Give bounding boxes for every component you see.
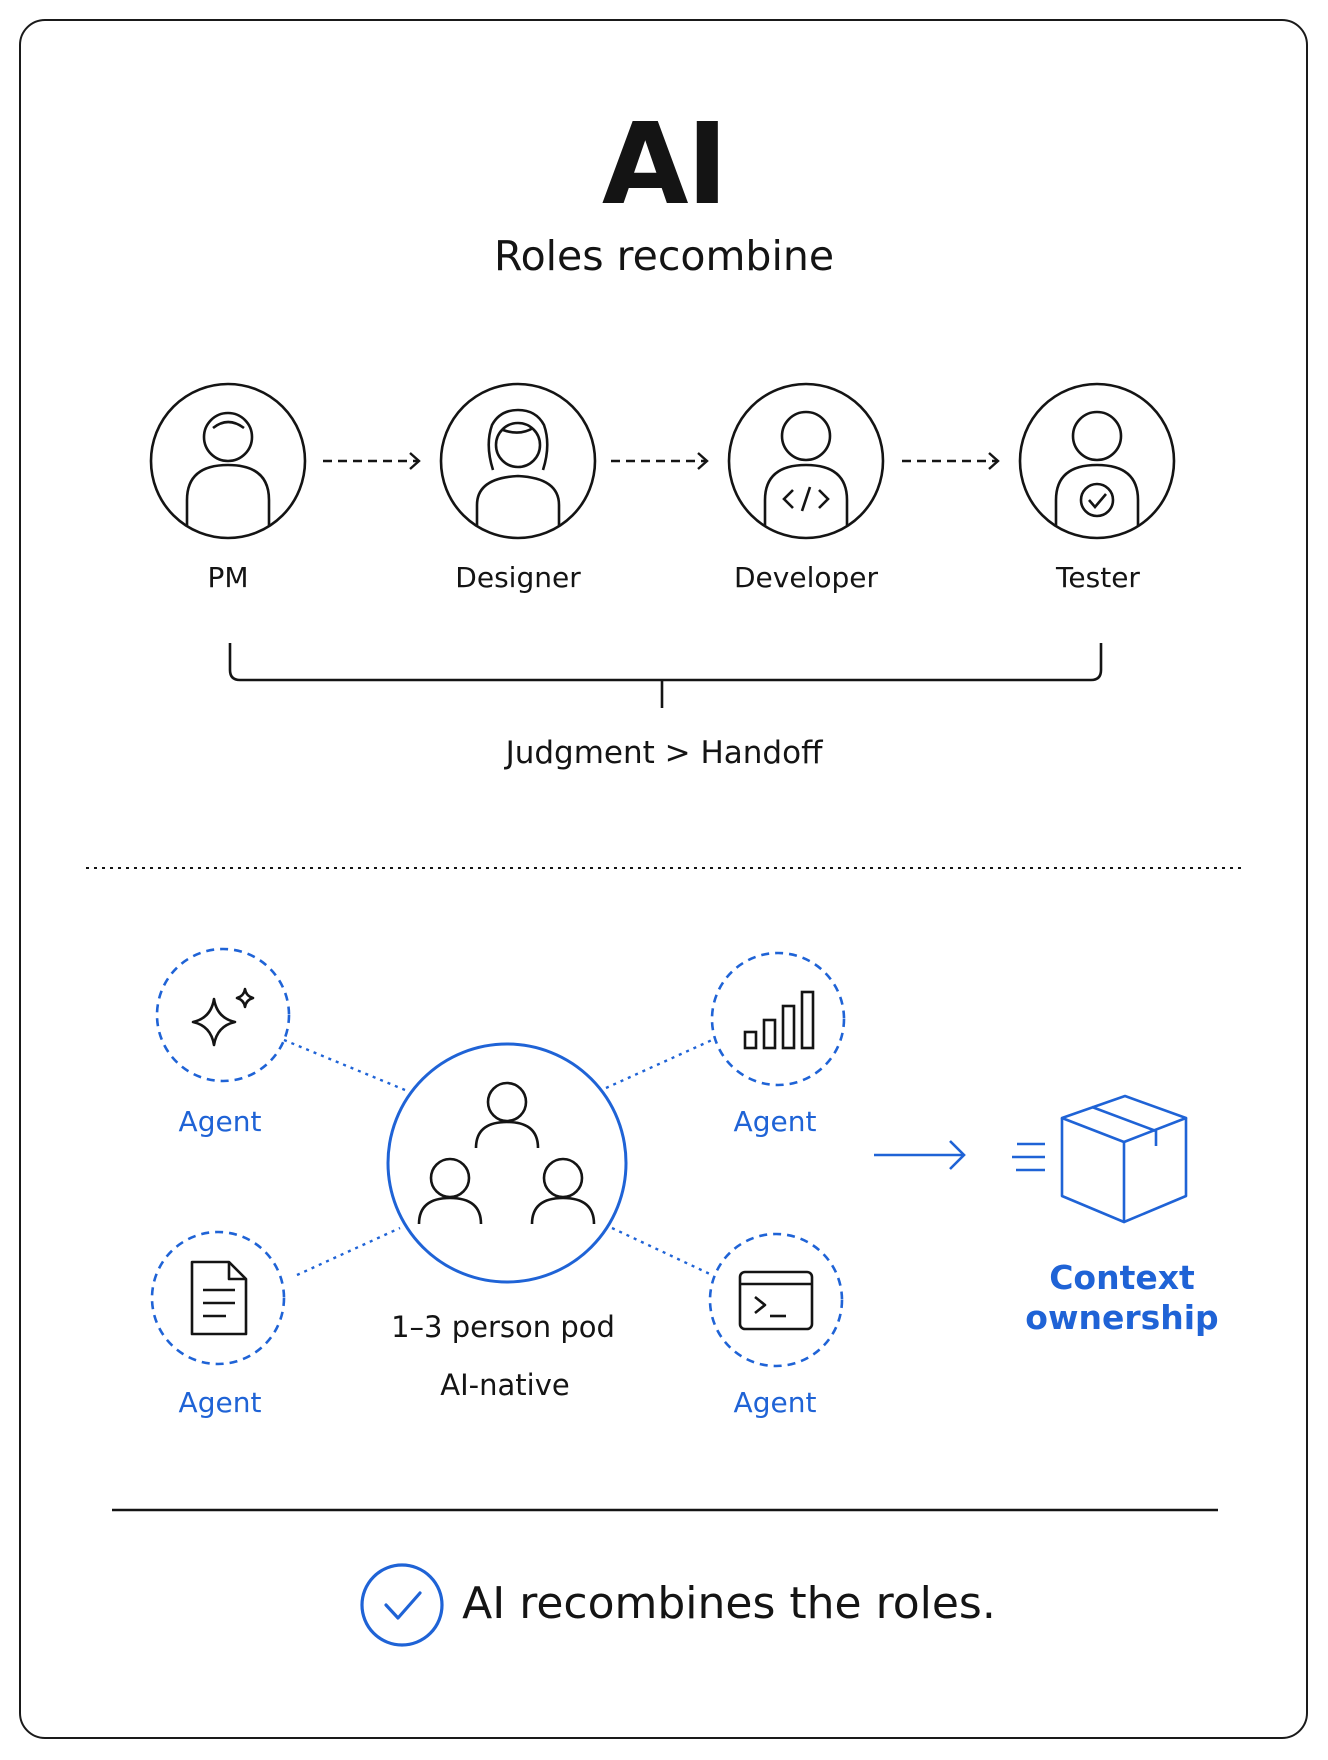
terminal-icon bbox=[738, 1270, 814, 1331]
agent-node-chart bbox=[710, 951, 846, 1087]
page-title: AI bbox=[601, 100, 728, 230]
flow-arrow-3 bbox=[902, 452, 1000, 470]
check-circle-icon bbox=[360, 1563, 444, 1647]
agent-connectors bbox=[283, 1038, 713, 1277]
role-label-tester: Tester bbox=[1056, 561, 1140, 594]
flow-arrow-2 bbox=[611, 452, 709, 470]
person-code-icon bbox=[763, 410, 849, 537]
agent-label-top-left: Agent bbox=[178, 1105, 262, 1138]
diagram-frame bbox=[19, 19, 1308, 1739]
agent-node-terminal bbox=[708, 1232, 844, 1368]
sparkle-icon bbox=[191, 987, 255, 1047]
role-pm-node bbox=[149, 382, 307, 540]
agent-node-document bbox=[150, 1230, 286, 1366]
role-label-designer: Designer bbox=[455, 561, 581, 594]
box-icon bbox=[1012, 1094, 1188, 1224]
judgment-bracket bbox=[228, 643, 1103, 708]
role-developer-node bbox=[727, 382, 885, 540]
agent-label-bottom-left: Agent bbox=[178, 1386, 262, 1419]
judgment-label: Judgment > Handoff bbox=[505, 735, 823, 771]
role-tester-node bbox=[1018, 382, 1176, 540]
conclusion-text: AI recombines the roles. bbox=[462, 1578, 996, 1629]
pod-node bbox=[386, 1042, 628, 1284]
people-group-icon bbox=[417, 1081, 596, 1225]
document-icon bbox=[190, 1260, 248, 1336]
person-icon bbox=[185, 411, 271, 537]
bar-chart-icon bbox=[743, 990, 815, 1050]
context-arrow bbox=[874, 1140, 966, 1170]
role-designer-node bbox=[439, 382, 597, 540]
context-ownership-label: Context ownership bbox=[1025, 1258, 1219, 1337]
role-label-developer: Developer bbox=[733, 561, 879, 594]
page-subtitle: Roles recombine bbox=[493, 232, 835, 280]
person-long-hair-icon bbox=[475, 408, 561, 537]
pod-label-type: AI-native bbox=[440, 1368, 570, 1402]
person-check-icon bbox=[1054, 410, 1140, 537]
agent-label-top-right: Agent bbox=[733, 1105, 817, 1138]
agent-node-sparkle bbox=[155, 947, 291, 1083]
agent-label-bottom-right: Agent bbox=[733, 1386, 817, 1419]
flow-arrows bbox=[323, 452, 1000, 470]
role-label-pm: PM bbox=[207, 561, 249, 594]
flow-arrow-1 bbox=[323, 452, 421, 470]
pod-label-size: 1–3 person pod bbox=[391, 1310, 615, 1344]
